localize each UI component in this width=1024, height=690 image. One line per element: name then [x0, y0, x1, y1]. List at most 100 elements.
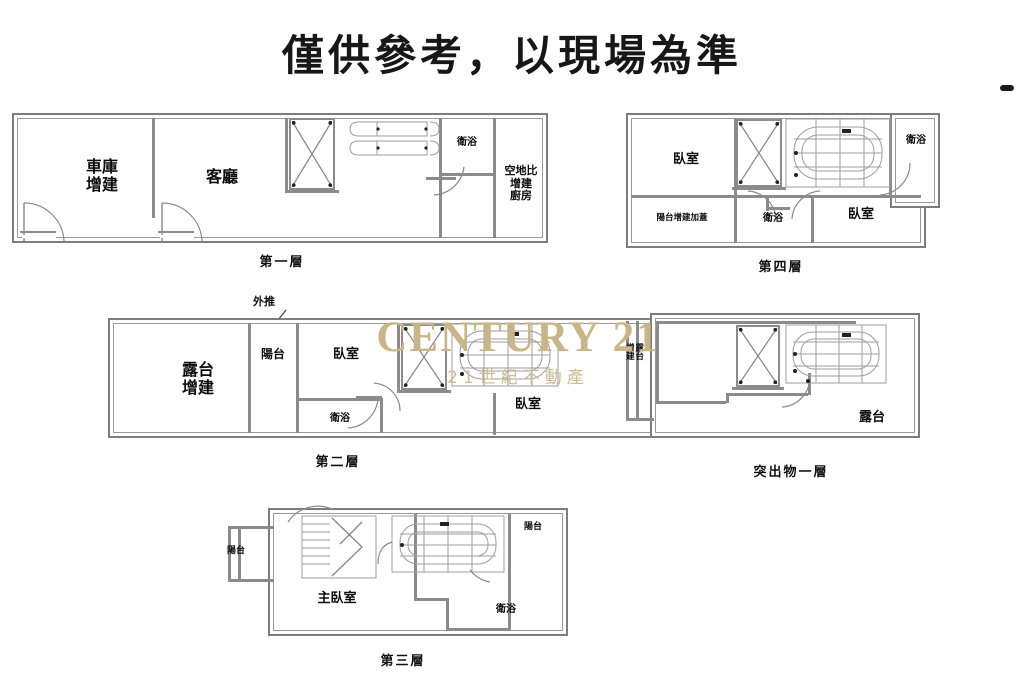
wall: [766, 195, 769, 211]
door-swing: [23, 202, 65, 242]
wall: [439, 118, 442, 173]
wall: [493, 118, 496, 238]
room-label-bathroom: 衛浴: [330, 413, 350, 424]
room-label-living-room: 客廳: [205, 167, 238, 186]
plan-floor-2: 外推: [108, 293, 683, 478]
room-label-balcony: 陽台: [260, 347, 285, 361]
elevator-shaft: [736, 119, 782, 187]
elevator-shaft: [736, 325, 780, 387]
stair-fixture: [785, 324, 887, 384]
wall: [158, 231, 194, 233]
wall: [631, 195, 921, 198]
room-label-bathroom-bottom: 衛浴: [763, 213, 783, 224]
room-label-bedroom-lower: 臥室: [514, 397, 541, 412]
room-label-kitchen: 空地比增建廚房: [504, 164, 538, 203]
room-label-master-bedroom: 主臥室: [317, 591, 357, 606]
wall: [439, 173, 495, 176]
room-label-bathroom: 衛浴: [457, 137, 477, 148]
stair-fixture: [377, 515, 505, 583]
wall: [397, 390, 451, 393]
elevator-shaft: [401, 324, 447, 390]
wall: [734, 195, 737, 243]
staircase: [301, 515, 377, 579]
door-swing: [347, 397, 379, 429]
wall: [380, 398, 383, 433]
page-title: 僅供參考，以現場為準: [281, 31, 742, 80]
wall: [493, 393, 496, 435]
stair-fixture: [451, 323, 559, 387]
room-label-balcony-left: 陽台: [226, 546, 245, 556]
wall: [397, 323, 400, 392]
room-label-terrace: 露台: [858, 410, 885, 425]
wall: [626, 418, 654, 421]
wall: [20, 231, 56, 233]
wall: [152, 118, 155, 218]
wall: [248, 323, 251, 433]
door-swing: [161, 202, 203, 242]
door-swing: [373, 382, 401, 412]
wall: [656, 321, 856, 324]
wall: [296, 323, 299, 398]
room-label-terrace-extension: 露台增建: [181, 360, 214, 398]
wall: [446, 628, 510, 631]
room-label-bedroom-right: 臥室: [847, 207, 874, 222]
plan-caption-protrusion-1: 突出物一層: [753, 465, 829, 480]
door-swing: [433, 166, 465, 196]
annotation-wai-tui: 外推: [253, 295, 275, 308]
wall: [766, 207, 790, 210]
wall: [726, 393, 808, 396]
wall: [285, 118, 288, 192]
room-label-balcony-extension: 陽台增建加蓋: [656, 213, 708, 223]
wall: [228, 579, 274, 582]
plan-floor-3: 陽台 主臥室 陽台 衛浴 第三層: [227, 505, 578, 669]
stray-mark: [1000, 85, 1014, 91]
wall: [238, 526, 241, 582]
wall: [228, 526, 231, 582]
room-label-garage: 車庫增建: [85, 157, 118, 195]
plan-protrusion-1: 露台增建 露台 突出物一層: [624, 313, 926, 480]
wall: [414, 514, 417, 600]
door-opening: [22, 235, 56, 238]
room-label-bathroom-top-right: 衛浴: [906, 135, 926, 146]
wall: [656, 401, 726, 404]
wall: [811, 195, 814, 243]
wall: [732, 187, 786, 190]
plan-caption-floor-4: 第四層: [758, 260, 804, 275]
wall: [734, 118, 737, 196]
door-opening: [160, 235, 194, 238]
floor-2-outline: [108, 318, 683, 438]
wall: [636, 321, 639, 421]
room-label-bedroom-left: 臥室: [672, 152, 699, 167]
floor-4-jog: [890, 113, 940, 208]
wall: [426, 177, 456, 180]
stair-fixture: [349, 121, 440, 156]
plan-floor-4: 臥室 臥室 衛浴 衛浴 陽台增建加蓋 第四層: [626, 113, 944, 275]
wall: [508, 514, 511, 630]
elevator-shaft: [289, 118, 335, 190]
wall: [414, 598, 448, 601]
wall: [732, 387, 784, 390]
door-swing: [791, 190, 821, 220]
wall: [726, 393, 729, 403]
door-swing: [287, 505, 335, 523]
floor-1-outline: [12, 113, 548, 243]
room-label-terrace-extension: 露台增建: [624, 343, 644, 360]
door-swing: [781, 378, 811, 408]
plan-floor-1: 車庫增建 客廳 衛浴 空地比增建廚房 第一層: [12, 113, 548, 270]
plan-caption-floor-1: 第一層: [259, 255, 305, 270]
wall: [446, 598, 449, 630]
wall: [656, 321, 659, 403]
wall: [285, 190, 339, 193]
wall: [626, 321, 629, 421]
door-swing: [879, 162, 911, 196]
wall: [439, 173, 442, 238]
plan-caption-floor-3: 第三層: [380, 654, 426, 669]
room-label-balcony-right: 陽台: [523, 522, 542, 532]
wall: [228, 526, 274, 529]
room-label-bathroom: 衛浴: [496, 604, 516, 615]
stair-fixture: [785, 118, 891, 188]
room-label-bedroom-upper: 臥室: [332, 347, 359, 362]
protrusion-outline: [650, 313, 920, 438]
plan-caption-floor-2: 第二層: [315, 455, 361, 470]
